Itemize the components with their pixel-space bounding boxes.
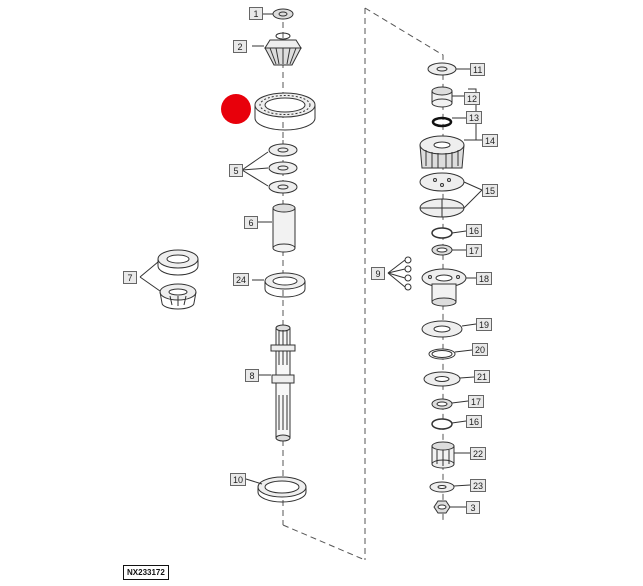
part-22-coupling bbox=[431, 441, 470, 469]
part-19-washer bbox=[421, 320, 477, 338]
callout-20: 20 bbox=[472, 343, 489, 356]
callout-18: 18 bbox=[476, 272, 493, 285]
part-1-seal bbox=[262, 8, 294, 20]
figure-id-label: NX233172 bbox=[123, 565, 169, 580]
callout-19: 19 bbox=[476, 318, 493, 331]
callout-22: 22 bbox=[470, 447, 487, 460]
right-axis-line bbox=[364, 7, 444, 560]
part-14-gear bbox=[419, 135, 482, 169]
part-7-bearing-pair bbox=[139, 249, 199, 310]
callout-5: 5 bbox=[229, 164, 243, 177]
callout-17-upper: 17 bbox=[466, 244, 483, 257]
callout-14: 14 bbox=[482, 134, 499, 147]
part-16-ring-upper bbox=[431, 227, 467, 239]
part-20-ring bbox=[428, 348, 473, 360]
callout-17-lower: 17 bbox=[468, 395, 485, 408]
part-5-washers bbox=[241, 143, 298, 194]
callout-7: 7 bbox=[123, 271, 137, 284]
callout-6: 6 bbox=[244, 216, 258, 229]
callout-24: 24 bbox=[233, 273, 250, 286]
callout-9: 9 bbox=[371, 267, 385, 280]
part-3-nut bbox=[433, 500, 466, 514]
callout-21: 21 bbox=[474, 370, 491, 383]
callout-16-upper: 16 bbox=[466, 224, 483, 237]
part-17-ring-upper bbox=[431, 244, 466, 256]
callout-16-lower: 16 bbox=[466, 415, 483, 428]
part-17-ring-lower bbox=[431, 398, 469, 410]
part-15-plates bbox=[419, 172, 483, 218]
callout-8: 8 bbox=[245, 369, 259, 382]
callout-15: 15 bbox=[482, 184, 499, 197]
highlight-marker bbox=[221, 94, 251, 124]
part-11-washer bbox=[427, 62, 470, 76]
part-21-washer bbox=[423, 371, 475, 387]
part-23-washer bbox=[429, 481, 471, 493]
callout-1: 1 bbox=[249, 7, 263, 20]
callout-13: 13 bbox=[466, 111, 483, 124]
part-6-sleeve bbox=[258, 203, 296, 253]
callout-2: 2 bbox=[233, 40, 247, 53]
callout-23: 23 bbox=[470, 479, 487, 492]
callout-11: 11 bbox=[470, 63, 486, 76]
callout-12: 12 bbox=[464, 92, 481, 105]
part-13-o-ring bbox=[431, 116, 466, 128]
part-9-balls bbox=[387, 256, 412, 291]
part-18-carrier bbox=[421, 268, 476, 307]
bearing-large bbox=[254, 92, 316, 131]
part-2-bevel-gear bbox=[252, 32, 302, 66]
part-24-bearing bbox=[252, 272, 306, 298]
part-8-shaft bbox=[258, 324, 296, 442]
callout-10: 10 bbox=[230, 473, 247, 486]
part-16-ring-lower bbox=[431, 418, 467, 430]
part-10-seal-ring bbox=[245, 476, 307, 503]
callout-3: 3 bbox=[466, 501, 480, 514]
